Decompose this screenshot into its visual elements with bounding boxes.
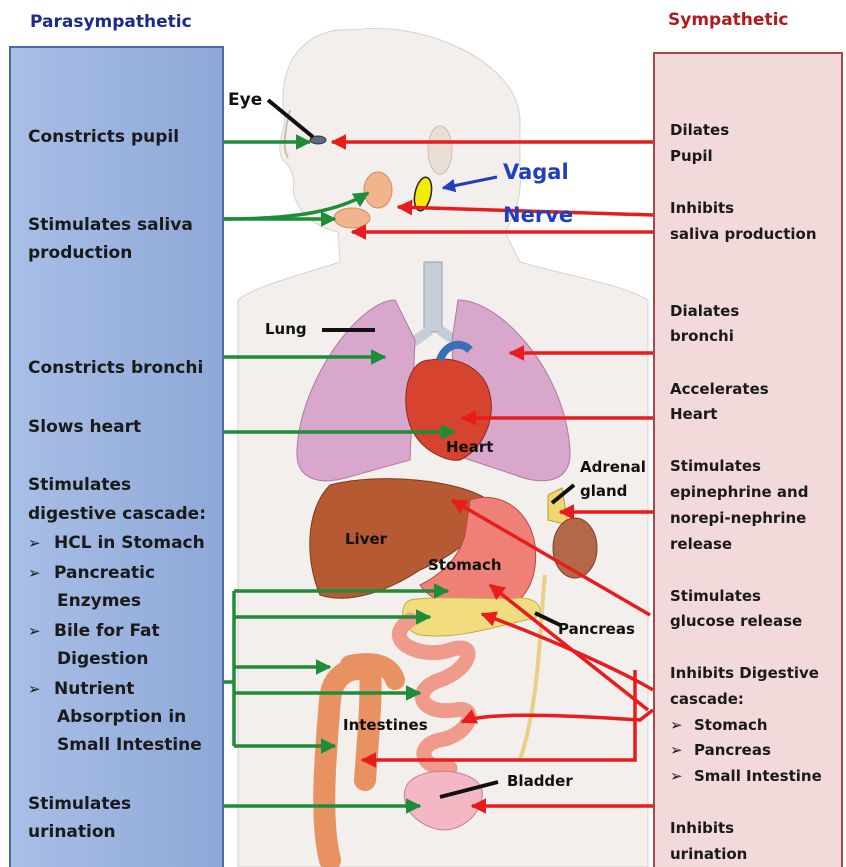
slows-heart-text: Slows heart	[28, 414, 141, 441]
adrenal-text-1: Stimulates	[670, 453, 761, 479]
constricts-bronchi-text: Constricts bronchi	[28, 355, 203, 382]
intestines-label: Intestines	[343, 716, 428, 734]
salivary-gland-icon	[364, 172, 392, 208]
saliva-text-1: Stimulates saliva	[28, 212, 193, 239]
right-bullet-pancreas: ➢Pancreas	[670, 737, 771, 763]
liver-label: Liver	[345, 530, 387, 548]
bullet-arrow-icon: ➢	[670, 712, 694, 738]
accelerates-heart-1: Accelerates	[670, 376, 769, 402]
saliva-text-2: production	[28, 240, 132, 267]
adrenal-text-3: norepi-nephrine	[670, 505, 806, 531]
urination-text-2: urination	[28, 819, 116, 846]
inhibits-saliva-1: Inhibits	[670, 195, 734, 221]
gland-label: gland	[580, 482, 627, 500]
bladder-label: Bladder	[507, 772, 573, 790]
bullet-arrow-icon: ➢	[670, 737, 694, 763]
adrenal-text-2: epinephrine and	[670, 479, 808, 505]
heart-label: Heart	[446, 438, 493, 456]
bullet-nutrient-3: Small Intestine	[57, 732, 202, 759]
bullet-arrow-icon: ➢	[28, 618, 54, 645]
dialates-bronchi-1: Dialates	[670, 298, 739, 324]
constricts-pupil-text: Constricts pupil	[28, 124, 179, 151]
glucose-text-2: glucose release	[670, 608, 802, 634]
pancreas-label: Pancreas	[558, 620, 635, 638]
accelerates-heart-2: Heart	[670, 401, 717, 427]
bullet-arrow-icon: ➢	[28, 560, 54, 587]
inhibits-digestive-1: Inhibits Digestive	[670, 660, 819, 686]
bullet-hcl: ➢HCL in Stomach	[28, 530, 205, 557]
right-bullet-intestine: ➢Small Intestine	[670, 763, 822, 789]
digestive-text-2: digestive cascade:	[28, 501, 206, 528]
bullet-bile-2: Digestion	[57, 646, 149, 673]
right-bullet-stomach: ➢Stomach	[670, 712, 768, 738]
bullet-nutrient: ➢Nutrient	[28, 676, 134, 703]
bullet-arrow-icon: ➢	[28, 676, 54, 703]
inhibits-saliva-2: saliva production	[670, 221, 817, 247]
urination-text-1: Stimulates	[28, 791, 131, 818]
eye-label: Eye	[228, 90, 262, 110]
dialates-bronchi-2: bronchi	[670, 323, 734, 349]
bullet-nutrient-2: Absorption in	[57, 704, 186, 731]
bullet-bile: ➢Bile for Fat	[28, 618, 160, 645]
dilates-text-2: Pupil	[670, 143, 713, 169]
bullet-arrow-icon: ➢	[670, 763, 694, 789]
vagal-label: Vagal	[503, 160, 569, 184]
lung-label: Lung	[265, 320, 307, 338]
dilates-text-1: Dilates	[670, 117, 729, 143]
stomach-label: Stomach	[428, 556, 502, 574]
bullet-pancreatic: ➢Pancreatic	[28, 560, 155, 587]
nerve-label: Nerve	[503, 203, 573, 227]
glucose-text-1: Stimulates	[670, 583, 761, 609]
adrenal-label: Adrenal	[580, 458, 646, 476]
inhibits-urination-2: urination	[670, 841, 747, 867]
inhibits-digestive-2: cascade:	[670, 686, 744, 712]
digestive-text-1: Stimulates	[28, 472, 131, 499]
bullet-arrow-icon: ➢	[28, 530, 54, 557]
inhibits-urination-1: Inhibits	[670, 815, 734, 841]
adrenal-text-4: release	[670, 531, 732, 557]
bullet-pancreatic-2: Enzymes	[57, 588, 141, 615]
